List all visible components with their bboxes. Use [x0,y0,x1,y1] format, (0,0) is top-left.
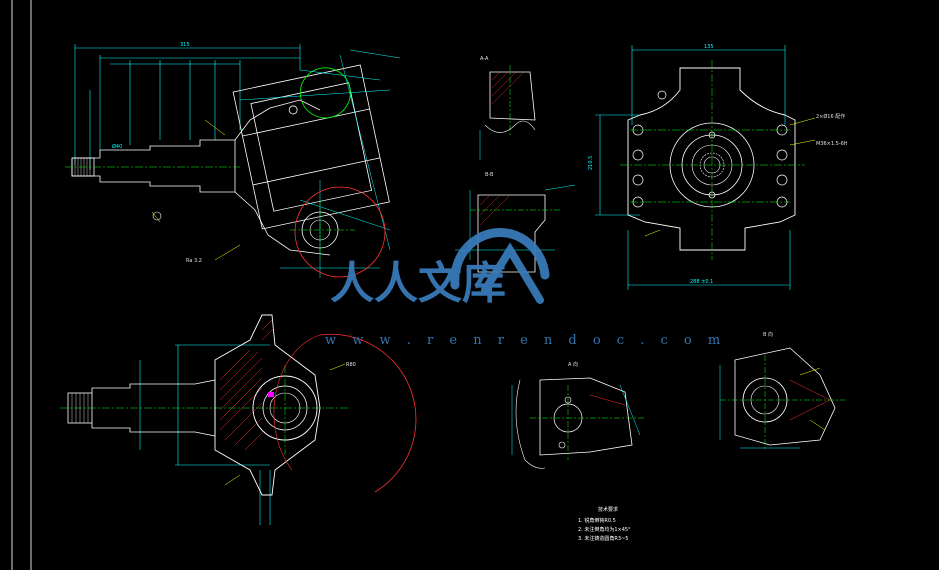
right-callout-2: M36×1.5-6H [816,141,848,147]
view-b: B 向 [719,331,845,450]
section-aa-view: A-A [479,56,536,160]
dim-shaft-dia: Ø40 [112,143,122,150]
watermark-logo-icon [450,227,550,304]
tech-title: 技术要求 [598,506,618,513]
watermark: 人人文库 w w w . r e n r e n d o c . c o m [325,227,726,348]
bottom-left-view: R80 [60,314,417,525]
watermark-url: w w w . r e n r e n d o c . c o m [325,333,726,348]
label-radius: R80 [346,362,356,368]
label-mark-a: Ra 3.2 [186,258,202,264]
view-b-label: B 向 [763,331,773,338]
tech-item-3: 3. 未注铸造圆角R3~5 [578,535,628,542]
section-bb-label: B-B [485,172,494,178]
tech-item-1: 1. 锐角倒钝R0.5 [578,517,616,524]
view-a-label: A 向 [568,361,578,368]
section-aa-label: A-A [480,56,489,62]
right-top-view: 135 288 ±0.1 210.5 [588,44,848,290]
dim-right-height: 210.5 [588,156,594,170]
tech-item-2: 2. 未注倒角均为1×45° [578,526,631,533]
dim-right-width: 135 [704,44,714,50]
main-front-view: 315 Ø40 [65,42,401,278]
dim-right-bottom: 288 ±0.1 [690,279,713,285]
right-callout-1: 2×Ø16 配作 [816,113,845,120]
tech-requirements: 技术要求 1. 锐角倒钝R0.5 2. 未注倒角均为1×45° 3. 未注铸造圆… [578,506,631,542]
view-a: A 向 [511,361,645,469]
watermark-logo-text: 人人文库 [330,258,506,309]
dim-main-length: 315 [180,42,190,48]
